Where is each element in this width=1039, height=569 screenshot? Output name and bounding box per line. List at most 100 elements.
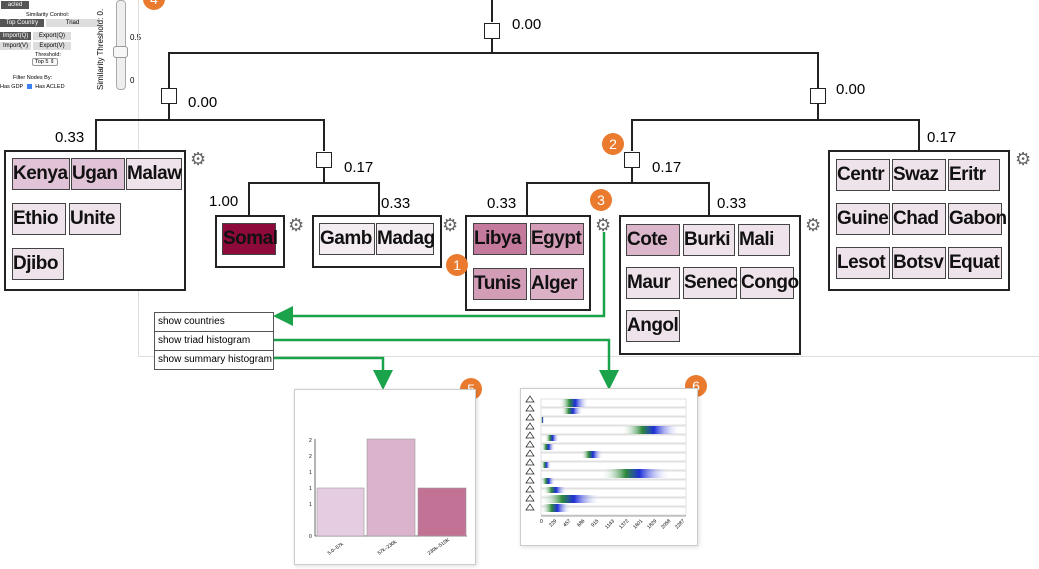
edge — [631, 119, 920, 121]
edge — [631, 167, 633, 183]
edge — [526, 182, 528, 215]
import-q-button[interactable]: Import(Q) — [0, 32, 31, 40]
country-tile[interactable]: Eritr — [948, 159, 1000, 191]
has-acled-label: Has ACLED — [35, 84, 65, 90]
control-panel: acled Similarity Control: Top Country Tr… — [0, 0, 103, 120]
has-gdp-label: Has GDP — [0, 84, 24, 90]
country-tile[interactable]: Tunis — [473, 268, 527, 300]
country-tile[interactable]: Ethio — [12, 203, 66, 235]
export-v-button[interactable]: Export(V) — [33, 42, 71, 50]
gear-icon[interactable]: ⚙ — [1015, 149, 1032, 169]
country-tile[interactable]: Alger — [530, 268, 584, 300]
country-tile[interactable]: Angol — [626, 310, 680, 342]
menu-show-triad-histogram[interactable]: show triad histogram — [155, 332, 273, 351]
slider-handle[interactable] — [113, 46, 128, 58]
edge — [918, 119, 920, 150]
edge — [168, 104, 170, 120]
edge — [708, 182, 710, 215]
top-country-button[interactable]: Top Country — [0, 19, 44, 27]
country-tile[interactable]: Equat — [948, 247, 1002, 279]
edge — [95, 119, 325, 121]
country-tile[interactable]: Madag — [376, 223, 435, 255]
country-tile[interactable]: Cote — [626, 224, 680, 256]
triad-button[interactable]: Triad — [46, 19, 99, 27]
country-tile[interactable]: Maur — [626, 267, 680, 299]
tree-node-mid-right[interactable] — [624, 152, 640, 168]
country-tile[interactable]: Senec — [683, 267, 738, 299]
gear-icon[interactable]: ⚙ — [805, 215, 822, 235]
x-tick: 2058 — [660, 518, 672, 530]
country-tile[interactable]: Somal — [222, 223, 278, 255]
gear-icon[interactable]: ⚙ — [288, 215, 305, 235]
slider-mid-label: 0.5 — [130, 33, 142, 42]
y-tick: 2 — [309, 454, 312, 460]
edge — [323, 167, 325, 183]
country-tile[interactable]: Congo — [740, 267, 799, 299]
gear-icon[interactable]: ⚙ — [442, 215, 459, 235]
edge — [248, 182, 250, 215]
country-tile[interactable]: Kenya — [12, 158, 70, 190]
export-q-button[interactable]: Export(Q) — [33, 32, 71, 40]
gear-icon[interactable]: ⚙ — [595, 215, 612, 235]
x-tick: 1372 — [618, 518, 630, 530]
country-tile[interactable]: Gamb — [319, 223, 375, 255]
mid-left-value: 0.17 — [344, 159, 374, 176]
country-tile[interactable]: Lesot — [836, 247, 890, 279]
country-tile[interactable]: Burki — [683, 224, 735, 256]
tree-node-left[interactable] — [161, 88, 177, 104]
root-value: 0.00 — [512, 16, 542, 33]
edge — [817, 104, 819, 120]
histogram-bar — [366, 438, 416, 537]
country-tile[interactable]: Guine — [836, 203, 890, 235]
country-tile[interactable]: Botsv — [892, 247, 946, 279]
dataset-button[interactable]: acled — [1, 1, 29, 9]
threshold-select[interactable]: Top 5 ⇕ — [32, 58, 58, 66]
step-badge: 3 — [590, 189, 612, 211]
country-tile[interactable]: Centr — [836, 159, 890, 191]
edge — [526, 182, 710, 184]
country-tile[interactable]: Mali — [738, 224, 790, 256]
country-tile[interactable]: Chad — [892, 203, 946, 235]
country-tile[interactable]: Egypt — [530, 223, 584, 255]
country-tile[interactable]: Gabon — [948, 203, 1007, 235]
y-tick: 1 — [309, 486, 312, 492]
slider-min-label: 0 — [130, 76, 135, 85]
x-tick: 2287 — [674, 518, 686, 530]
edge — [491, 0, 493, 22]
histogram-bar — [316, 487, 365, 537]
country-tile[interactable]: Libya — [473, 223, 527, 255]
right-value: 0.00 — [836, 81, 866, 98]
import-v-button[interactable]: Import(V) — [0, 42, 31, 50]
x-tick: 915 — [590, 518, 600, 528]
cluster-a-value: 0.33 — [55, 129, 85, 146]
threshold-label: Threshold: — [35, 52, 61, 58]
y-tick: 1 — [309, 502, 312, 508]
tree-node-right[interactable] — [810, 88, 826, 104]
country-tile[interactable]: Malaw — [126, 158, 182, 190]
tree-node-mid-left[interactable] — [316, 152, 332, 168]
y-tick: 2 — [309, 438, 312, 444]
mid-right-value: 0.17 — [652, 159, 682, 176]
x-tick: 57k–230k — [377, 539, 399, 557]
x-tick: 229 — [548, 518, 558, 528]
gear-icon[interactable]: ⚙ — [190, 149, 207, 169]
menu-show-countries[interactable]: show countries — [155, 313, 273, 332]
has-acled-checkbox[interactable] — [26, 84, 32, 90]
edge — [248, 182, 380, 184]
country-tile[interactable]: Unite — [69, 203, 121, 235]
y-tick: 1 — [309, 470, 312, 476]
similarity-slider[interactable] — [116, 0, 126, 90]
edge — [168, 52, 819, 54]
step-badge: 4 — [143, 0, 165, 10]
left-value: 0.00 — [188, 94, 218, 111]
country-tile[interactable]: Swaz — [892, 159, 946, 191]
step-badge: 2 — [602, 133, 624, 155]
country-tile[interactable]: Djibo — [12, 248, 64, 280]
x-tick: 230k–510K — [427, 537, 452, 557]
tree-node-root[interactable] — [484, 23, 500, 39]
histogram-bar — [417, 487, 467, 537]
country-tile[interactable]: Ugan — [71, 158, 125, 190]
x-tick: 1601 — [632, 518, 644, 530]
menu-show-summary-histogram[interactable]: show summary histogram — [158, 354, 272, 365]
